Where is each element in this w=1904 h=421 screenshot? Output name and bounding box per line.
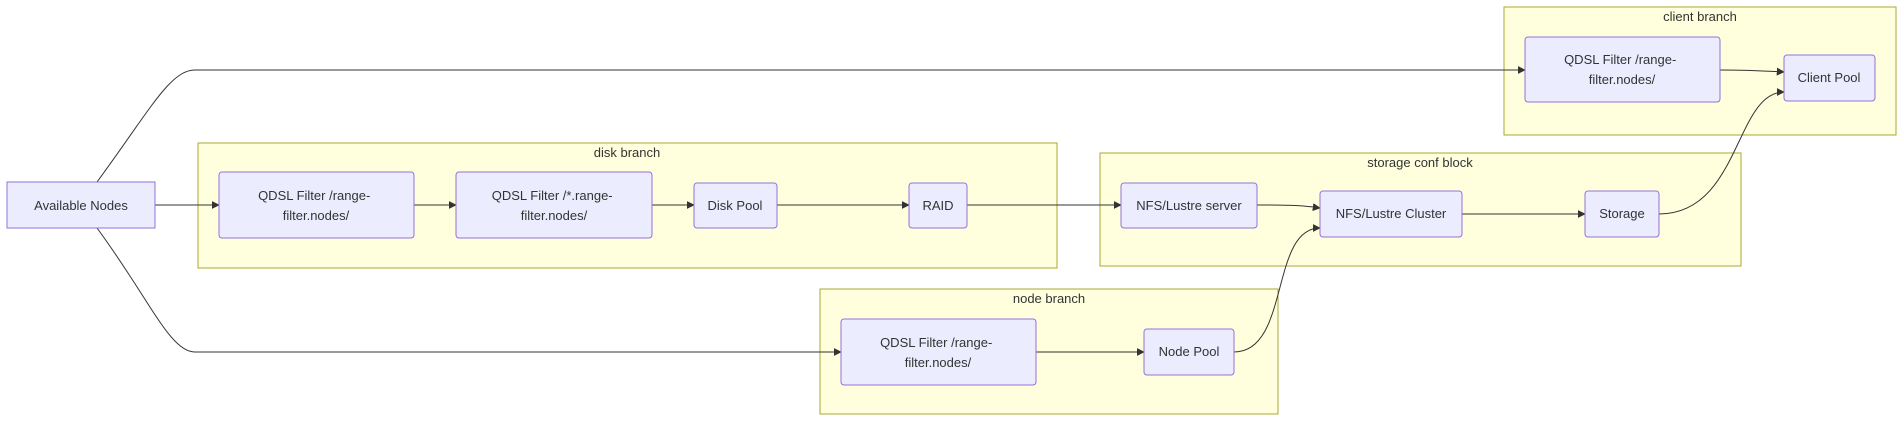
edge-client-filter-to-client-pool bbox=[1719, 67, 1785, 76]
node-storage-label: Storage bbox=[1599, 206, 1645, 221]
cluster-client-branch-label: client branch bbox=[1663, 9, 1737, 24]
cluster-storage-conf-block-label: storage conf block bbox=[1367, 155, 1473, 170]
edge-available-to-client-filter bbox=[96, 66, 1526, 183]
cluster-node-branch-label: node branch bbox=[1013, 291, 1085, 306]
node-raid[interactable]: RAID bbox=[908, 182, 968, 229]
edge-storage-to-client-pool bbox=[1658, 88, 1785, 215]
node-nfs-lustre-cluster[interactable]: NFS/Lustre Cluster bbox=[1319, 190, 1463, 238]
node-available-nodes-label: Available Nodes bbox=[34, 198, 128, 213]
node-node-pool-label: Node Pool bbox=[1159, 344, 1220, 359]
node-node-pool[interactable]: Node Pool bbox=[1143, 328, 1235, 376]
node-client-filter-label: QDSL Filter /range- filter.nodes/ bbox=[1564, 52, 1680, 87]
edge-available-to-node-filter bbox=[96, 227, 842, 356]
node-nfs-lustre-cluster-label: NFS/Lustre Cluster bbox=[1336, 206, 1447, 221]
node-disk-filter-2[interactable]: QDSL Filter /*.range- filter.nodes/ bbox=[455, 171, 653, 239]
node-node-filter-label: QDSL Filter /range- filter.nodes/ bbox=[880, 335, 996, 370]
node-raid-label: RAID bbox=[922, 198, 953, 213]
node-node-filter[interactable]: QDSL Filter /range- filter.nodes/ bbox=[840, 318, 1037, 386]
node-client-pool-label: Client Pool bbox=[1798, 70, 1861, 85]
node-disk-pool-label: Disk Pool bbox=[708, 198, 763, 213]
node-disk-pool[interactable]: Disk Pool bbox=[693, 182, 778, 229]
node-storage[interactable]: Storage bbox=[1584, 190, 1660, 238]
node-nfs-lustre-server[interactable]: NFS/Lustre server bbox=[1120, 182, 1258, 229]
node-disk-filter-1[interactable]: QDSL Filter /range- filter.nodes/ bbox=[218, 171, 415, 239]
cluster-disk-branch-label: disk branch bbox=[594, 145, 660, 160]
node-available-nodes[interactable]: Available Nodes bbox=[6, 181, 156, 229]
edge-node-pool-to-nfs-cluster bbox=[1233, 224, 1321, 353]
node-client-pool[interactable]: Client Pool bbox=[1783, 54, 1876, 102]
node-client-filter[interactable]: QDSL Filter /range- filter.nodes/ bbox=[1524, 36, 1721, 103]
edge-nfs-server-to-nfs-cluster bbox=[1256, 203, 1321, 212]
node-disk-filter-2-label: QDSL Filter /*.range- filter.nodes/ bbox=[492, 188, 617, 223]
node-disk-filter-1-label: QDSL Filter /range- filter.nodes/ bbox=[258, 188, 374, 223]
node-nfs-lustre-server-label: NFS/Lustre server bbox=[1136, 198, 1242, 213]
